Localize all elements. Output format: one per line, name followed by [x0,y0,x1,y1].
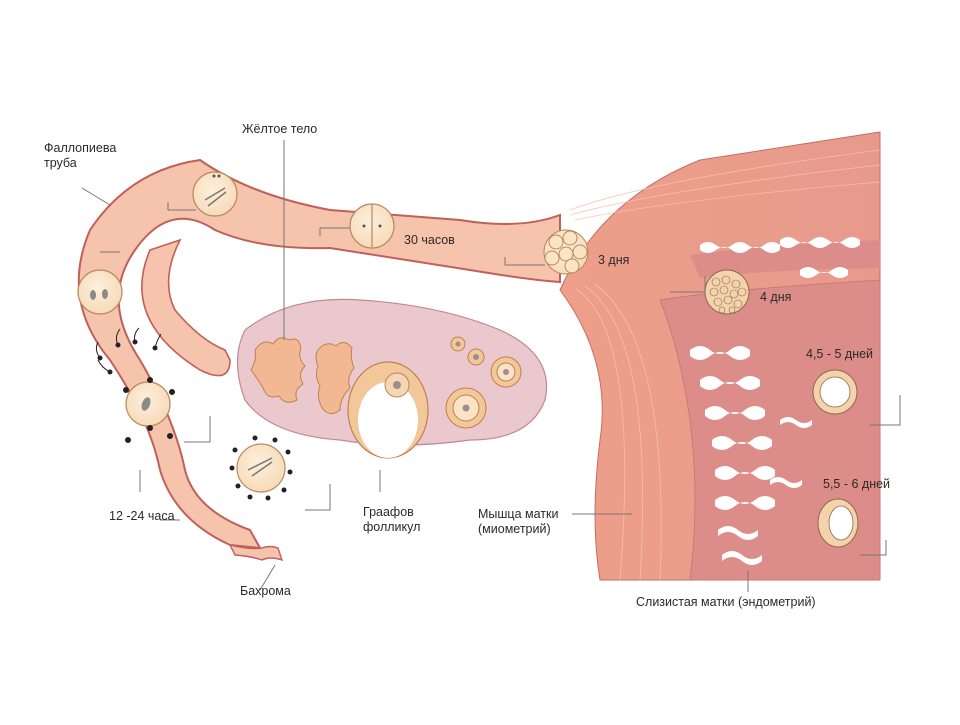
label-4-days: 4 дня [760,290,792,304]
label-graafian-follicle: Граафов фолликул [363,505,421,534]
label-4-5-days: 4,5 - 5 дней [806,347,874,361]
egg-zone-dots [229,435,293,501]
muscle-fibres [569,149,881,581]
label-fimbriae: Бахрома [240,584,291,598]
blastocyst-45-5d [812,369,858,415]
label-endometrium: Слизистая матки (эндометрий) [636,595,816,609]
two-cell-stage [349,203,395,249]
tube-inner-branch [141,238,231,377]
fallopian-tube [77,158,561,550]
endometrial-glands [690,237,860,565]
label-5-6-days: 5,5 - 6 дней [823,477,891,491]
label-3-days: 3 дня [598,253,630,267]
egg-12-24h [236,443,286,493]
label-myometrium: Мышца матки (миометрий) [478,507,559,536]
egg-ovulated [77,269,123,315]
label-30-hours: 30 часов [404,233,455,247]
graafian-nucleus [393,381,401,389]
label-fallopian-tube: Фаллопиева труба [44,141,117,170]
sperm-cells [95,327,175,443]
graafian-follicle-cavity [358,382,418,458]
zygote [192,171,238,217]
morula-4d [704,269,750,315]
egg-fertilization [125,381,171,427]
label-12-24-hours: 12 -24 часа [109,509,175,523]
small-follicles [445,336,522,429]
morula-3d [543,229,589,275]
blastocyst-implant [817,498,859,548]
leader-lines [81,140,901,592]
label-corpus-luteum: Жёлтое тело [242,122,318,136]
corpus-luteum-shape-2 [315,342,355,414]
fimbriae-shape [228,543,284,562]
